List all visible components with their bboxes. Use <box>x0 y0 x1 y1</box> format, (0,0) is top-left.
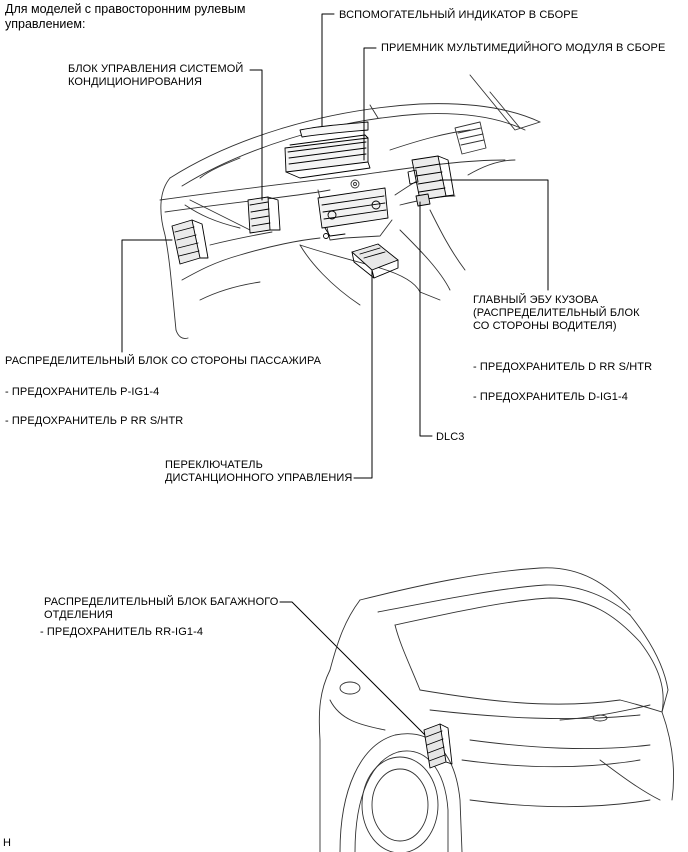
callout-leaders <box>121 13 549 743</box>
label-fuse-p-rr: - ПРЕДОХРАНИТЕЛЬ P RR S/HTR <box>5 415 184 427</box>
remote-switch-unit <box>351 243 399 279</box>
ac-control-unit <box>247 196 281 234</box>
dlc3-connector <box>415 193 431 207</box>
center-climate-panel <box>317 187 389 239</box>
label-passenger-jb: РАСПРЕДЕЛИТЕЛЬНЫЙ БЛОК СО СТОРОНЫ ПАССАЖ… <box>5 355 322 367</box>
label-ac-control-line1: БЛОК УПРАВЛЕНИЯ СИСТЕМОЙ <box>68 63 244 75</box>
main-body-ecu <box>407 155 455 201</box>
luggage-junction-block <box>423 723 453 769</box>
header-line-2: управлением: <box>5 17 86 31</box>
label-luggage-jb-line2: ОТДЕЛЕНИЯ <box>44 609 113 621</box>
label-fuse-p-ig1: - ПРЕДОХРАНИТЕЛЬ P-IG1-4 <box>5 386 160 398</box>
label-main-body-ecu-line3: СО СТОРОНЫ ВОДИТЕЛЯ) <box>473 320 617 332</box>
multimedia-display-unit <box>284 134 371 179</box>
label-dlc3: DLC3 <box>436 431 465 443</box>
label-remote-switch-line1: ПЕРЕКЛЮЧАТЕЛЬ <box>165 459 263 471</box>
label-main-body-ecu-line1: ГЛАВНЫЙ ЭБУ КУЗОВА <box>473 294 599 306</box>
car-rear-illustration <box>318 567 674 852</box>
label-remote-switch-line2: ДИСТАНЦИОННОГО УПРАВЛЕНИЯ <box>165 472 353 484</box>
label-fuse-d-ig1: - ПРЕДОХРАНИТЕЛЬ D-IG1-4 <box>473 391 629 403</box>
label-main-body-ecu-line2: (РАСПРЕДЕЛИТЕЛЬНЫЙ БЛОК <box>473 307 640 319</box>
label-ac-control-line2: КОНДИЦИОНИРОВАНИЯ <box>68 76 203 88</box>
figure-code: H <box>3 837 12 849</box>
passenger-junction-block <box>171 219 209 265</box>
label-multimedia-receiver: ПРИЕМНИК МУЛЬТИМЕДИЙНОГО МОДУЛЯ В СБОРЕ <box>381 42 666 54</box>
label-aux-indicator: ВСПОМОГАТЕЛЬНЫЙ ИНДИКАТОР В СБОРЕ <box>339 9 579 21</box>
label-fuse-rr-ig1: - ПРЕДОХРАНИТЕЛЬ RR-IG1-4 <box>40 626 204 638</box>
header-line-1: Для моделей с правосторонним рулевым <box>5 2 246 16</box>
aux-indicator-unit <box>299 121 369 138</box>
label-fuse-d-rr: - ПРЕДОХРАНИТЕЛЬ D RR S/HTR <box>473 361 653 373</box>
label-luggage-jb-line1: РАСПРЕДЕЛИТЕЛЬНЫЙ БЛОК БАГАЖНОГО <box>44 596 279 608</box>
